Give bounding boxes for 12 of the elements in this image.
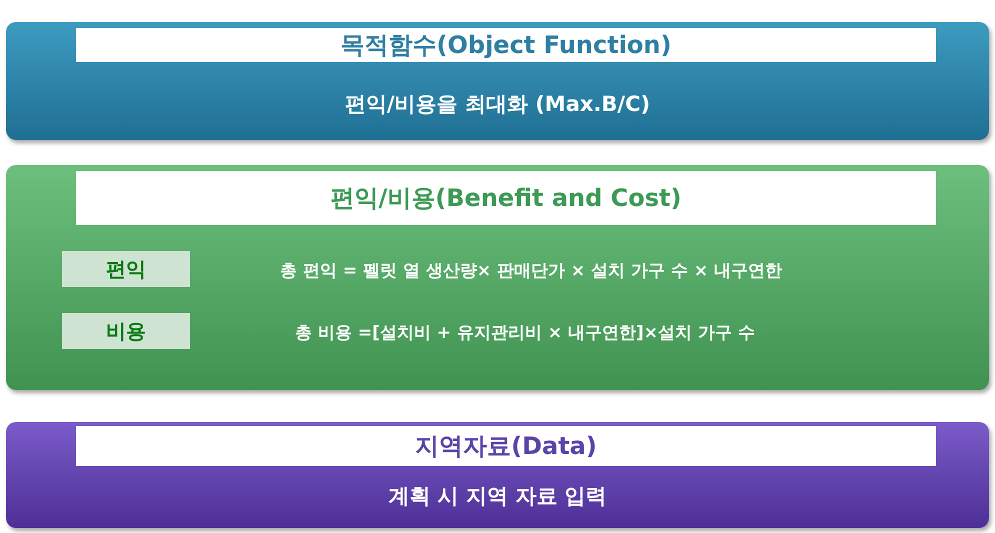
formula-text: 총 편익 = 펠릿 열 생산량× 판매단가 × 설치 가구 수 × 내구연한	[280, 260, 782, 282]
category-tag: 비용	[62, 313, 190, 349]
layer-band	[6, 422, 989, 528]
layer-heading: 목적함수(Object Function)	[76, 28, 936, 62]
layer-description: 계획 시 지역 자료 입력	[387, 483, 608, 510]
formula-text: 총 비용 =[설치비 + 유지관리비 × 내구연한]×설치 가구 수	[295, 322, 755, 344]
layer-heading: 편익/비용(Benefit and Cost)	[76, 171, 936, 225]
layer-heading: 지역자료(Data)	[76, 426, 936, 466]
layer-description: 편익/비용을 최대화 (Max.B/C)	[344, 91, 652, 118]
layer-band	[6, 22, 989, 140]
layer-band	[6, 165, 989, 390]
category-tag: 편익	[62, 251, 190, 287]
